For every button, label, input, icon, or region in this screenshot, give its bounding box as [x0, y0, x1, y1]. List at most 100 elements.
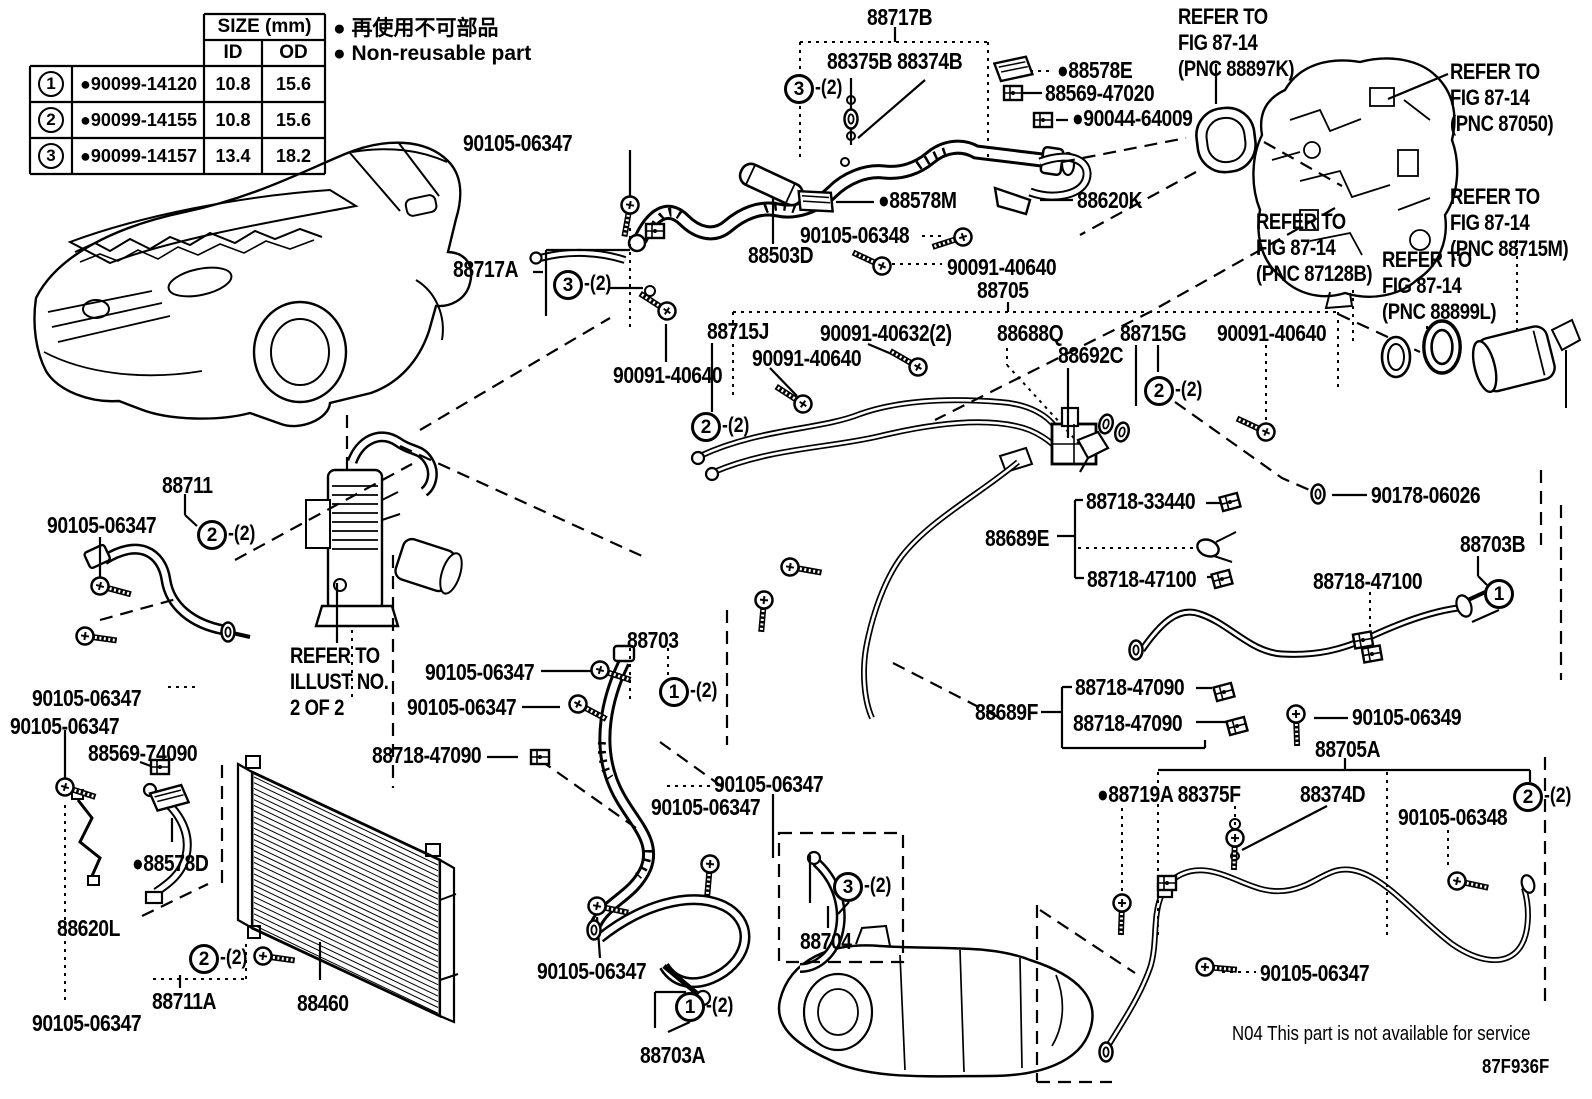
callout-badge: 3-(2) [784, 74, 842, 104]
screw-icon [849, 245, 893, 278]
condenser-fin-line [253, 805, 439, 894]
callout-number: 2 [1144, 376, 1174, 406]
part-number-label: ●88578E [1057, 57, 1133, 83]
condenser-fin-line [253, 782, 439, 872]
condenser-fin-line [253, 867, 439, 957]
part-number-label: 88711A [152, 988, 217, 1014]
o-ring-icon [1380, 335, 1412, 379]
screw-icon [1112, 894, 1130, 935]
part-number-label: 88718-33440 [1086, 488, 1196, 514]
size-table-od-value: 18.2 [275, 145, 312, 166]
condenser-fin-line [253, 816, 439, 906]
refer-note: REFER TO ILLUST NO. 2 OF 2 [290, 643, 389, 720]
screw-icon [1196, 958, 1238, 978]
size-table-od-value: 15.6 [275, 109, 312, 130]
part-number-label: 88718-47090 [372, 742, 482, 768]
screw-icon [90, 576, 134, 603]
condenser-fin-line [253, 799, 439, 889]
part-number-label: 88620L [57, 915, 121, 941]
condenser-fin-line [253, 793, 439, 883]
part-number-label: 88692C [1058, 342, 1124, 368]
screw-icon [636, 286, 679, 322]
clamp-icon [1212, 681, 1236, 703]
part-number-label: 88689E [985, 525, 1050, 551]
clamp-icon [1351, 630, 1375, 650]
grommet-icon [1128, 639, 1144, 661]
part-number-label: 90105-06347 [463, 130, 573, 156]
grommet-icon [1310, 483, 1326, 505]
condenser-fin-line [253, 890, 439, 980]
refer-note: REFER TO FIG 87-14 (PNC 87050) [1450, 59, 1554, 136]
callout-quantity: -(2) [864, 874, 892, 897]
condenser-fin-line [253, 919, 439, 1008]
grommet-icon [1096, 411, 1116, 437]
part-number-label: 88717B [867, 4, 933, 30]
part-number-label: 90105-06347 [10, 713, 120, 739]
clamp-icon [529, 748, 551, 766]
callout-badge: 2-(2) [197, 520, 255, 550]
grommet-oval-illustration [1195, 106, 1257, 174]
callout-badge: 2-(2) [1144, 376, 1202, 406]
screw-icon [753, 591, 773, 633]
clamp-icon [1210, 568, 1234, 590]
part-number-label: 88705A [1315, 736, 1381, 762]
leader-lines [63, 27, 1532, 1034]
engine-illustration [1252, 57, 1459, 310]
part-number-label: 90091-40640 [947, 254, 1057, 280]
callout-badge: 1 [1484, 579, 1514, 609]
callout-number: 3 [553, 270, 583, 300]
callout-quantity: -(2) [584, 272, 612, 295]
screw-icon [75, 626, 117, 648]
part-number-label: 90105-06347 [651, 794, 761, 820]
condenser-fin-line [253, 833, 439, 923]
screw-icon [54, 776, 98, 805]
part-number-label: 90105-06349 [1352, 704, 1462, 730]
part-number-label: 88460 [297, 990, 349, 1016]
part-number-label: 88718-47090 [1075, 674, 1185, 700]
insulator-pad-icon [992, 55, 1034, 83]
compressor-illustration [777, 924, 1094, 1078]
size-table-row-num: 2 [38, 107, 64, 133]
part-number-label: 88703A [640, 1042, 706, 1068]
callout-number: 2 [189, 944, 219, 974]
part-number-label: 90105-06347 [32, 1010, 142, 1036]
refer-note: REFER TO FIG 87-14 (PNC 88897K) [1178, 4, 1295, 81]
legend-non-reusable-en: ● Non-reusable part [333, 42, 532, 65]
callout-number: 1 [1484, 579, 1514, 609]
condenser-fin-line [253, 810, 439, 900]
part-number-label: 90091-40640 [1217, 320, 1327, 346]
callout-quantity: -(2) [1544, 784, 1572, 807]
part-number-label: 88703B [1460, 531, 1526, 557]
refer-note: REFER TO FIG 87-14 (PNC 88899L) [1382, 247, 1497, 324]
condenser-fin-line [253, 924, 439, 1014]
part-number-label: 90105-06347 [407, 694, 517, 720]
part-number-label: 90105-06348 [1398, 804, 1508, 830]
callout-number: 2 [691, 412, 721, 442]
part-number-label: 88703 [627, 627, 679, 653]
condenser-fin-line [253, 827, 439, 917]
callout-number: 1 [675, 992, 705, 1022]
grommet-icon [843, 108, 859, 130]
callout-quantity: -(2) [690, 679, 718, 702]
screw-icon [1225, 829, 1243, 870]
callout-badge: 3-(2) [833, 872, 891, 902]
clamp-icon [1002, 84, 1024, 102]
grommet-icon [1098, 1041, 1114, 1063]
screw-icon [1287, 705, 1305, 746]
screw-icon [886, 344, 930, 379]
part-number-label: 88620K [1077, 187, 1143, 213]
screw-icon [1233, 411, 1277, 444]
screw-icon [699, 855, 719, 897]
part-number-label: 90091-40640 [752, 345, 862, 371]
size-table-col-id: ID [223, 42, 243, 63]
grommet-icon [220, 621, 236, 643]
condenser-fin-line [253, 896, 439, 986]
part-number-label: 88569-47020 [1045, 80, 1155, 106]
screw-icon [780, 557, 823, 581]
service-note: N04 This part is not available for servi… [1232, 1023, 1531, 1045]
screw-icon [1447, 871, 1490, 896]
condenser-fin-line [253, 856, 439, 946]
seal-rings-illustration [1471, 318, 1582, 408]
refer-note: REFER TO FIG 87-14 (PNC 88715M) [1450, 184, 1569, 261]
